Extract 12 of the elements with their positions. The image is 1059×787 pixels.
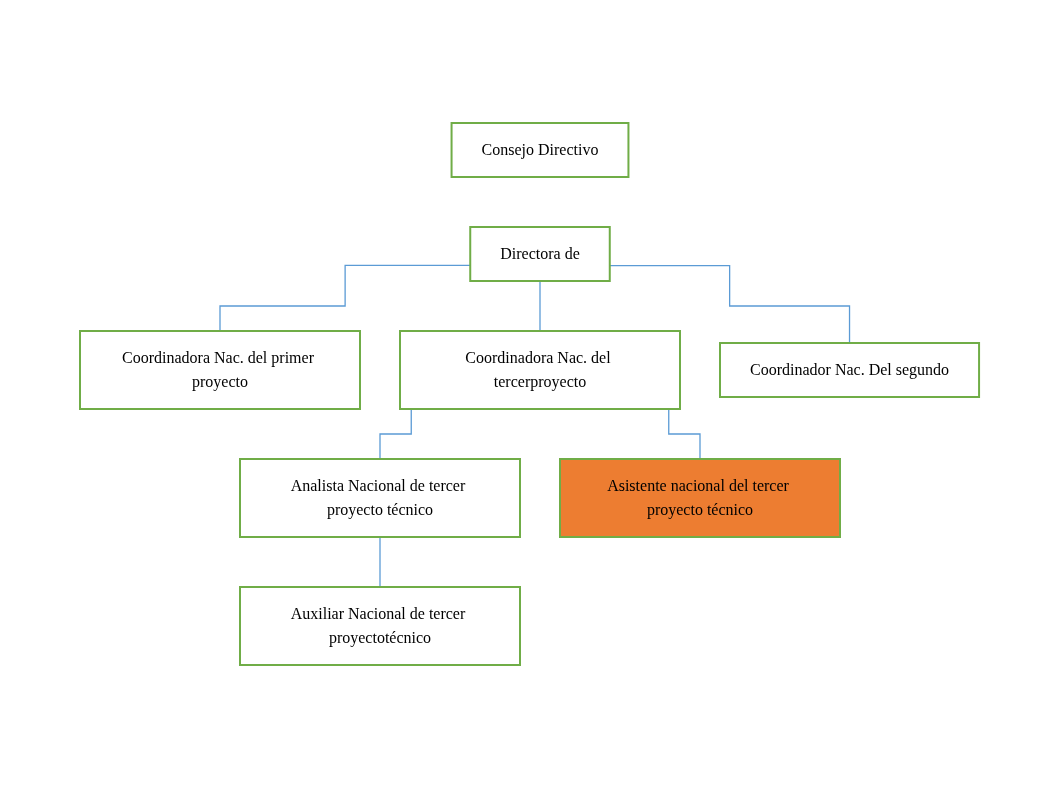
connector xyxy=(539,279,541,332)
node-box: Auxiliar Nacional de tercer proyectotécnico xyxy=(238,585,521,666)
node-box: Coordinadora Nac. del tercerproyecto xyxy=(398,329,681,410)
node-box: Asistente nacional del tercer proyecto técnico xyxy=(558,457,841,538)
node-box: Consejo Directivo xyxy=(450,121,630,178)
connector xyxy=(379,535,381,588)
connector xyxy=(219,264,471,332)
connector xyxy=(609,264,851,344)
node-box: Coordinadora Nac. del primer proyecto xyxy=(78,329,361,410)
node-box: Coordinador Nac. Del segundo xyxy=(718,341,981,398)
node-box: Directora de xyxy=(469,225,611,282)
node-box: Analista Nacional de tercer proyecto técnico xyxy=(238,457,521,538)
